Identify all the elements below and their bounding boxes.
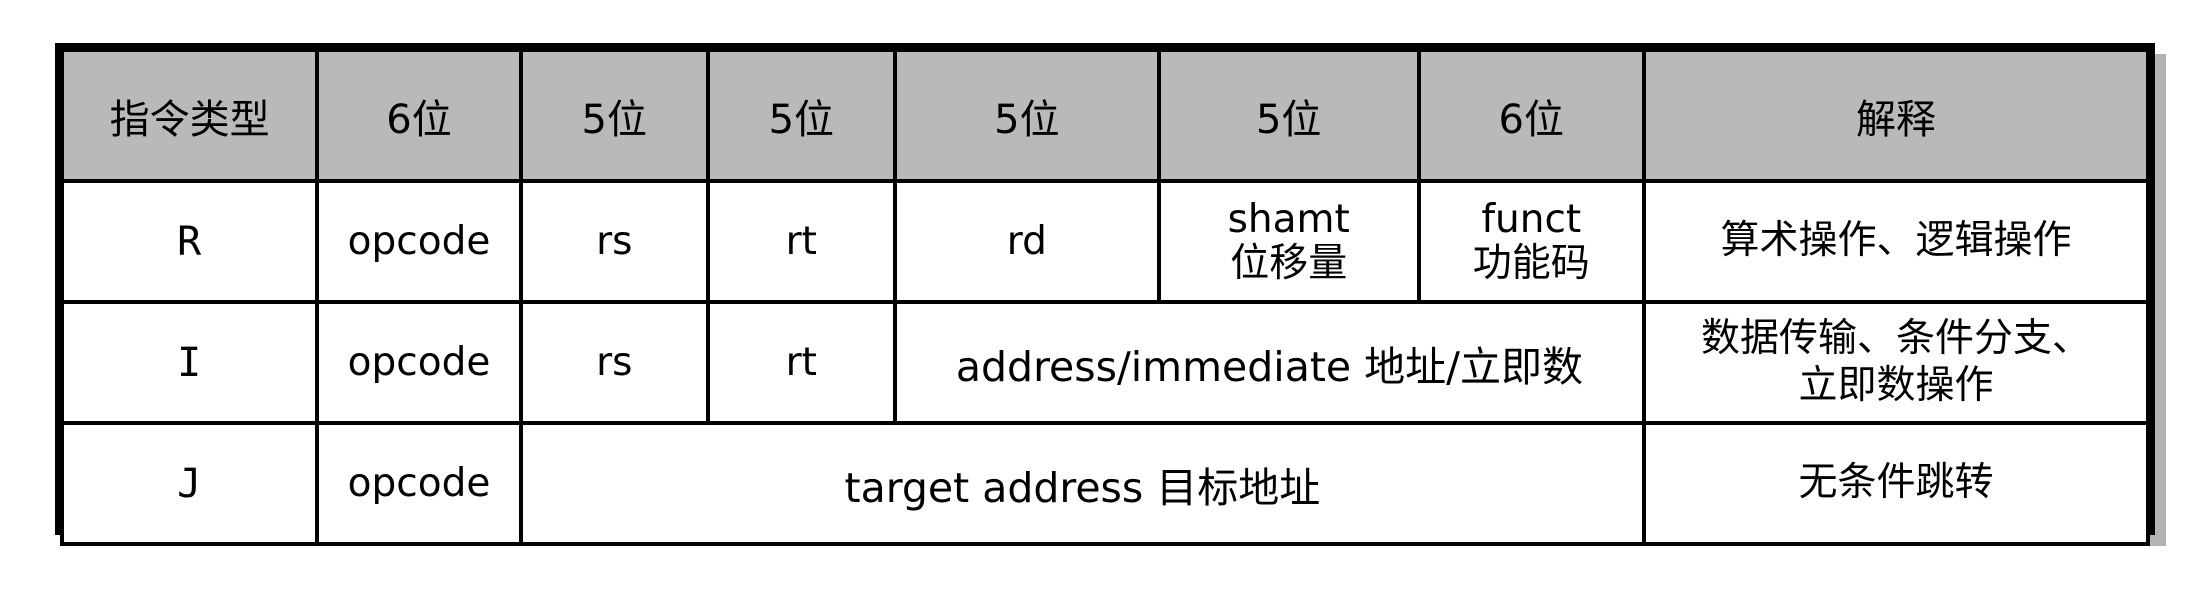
row-i-rs: rs [518, 300, 710, 425]
header-cell-bits-5-rd: 5位 [892, 48, 1161, 183]
row-i-explanation-line2: 立即数操作 [1798, 362, 1994, 408]
row-j-opcode: opcode [315, 421, 523, 546]
header-cell-bits-6-funct: 6位 [1416, 48, 1647, 183]
row-r-funct-en: funct [1481, 196, 1582, 242]
row-r-rt: rt [705, 179, 897, 304]
table-header-row: 指令类型 6位 5位 5位 5位 5位 6位 解释 [59, 48, 2150, 183]
table: 指令类型 6位 5位 5位 5位 5位 6位 解释 R opcode rs rt… [59, 48, 2150, 546]
header-cell-bits-6-opcode: 6位 [315, 48, 523, 183]
row-j-explanation-line1: 无条件跳转 [1798, 460, 1994, 506]
header-cell-explanation: 解释 [1642, 48, 2150, 183]
row-r-opcode: opcode [315, 179, 523, 304]
row-r-shamt: shamt 位移量 [1156, 179, 1421, 304]
row-r-funct: funct 功能码 [1416, 179, 1647, 304]
row-i-immediate: address/immediate 地址/立即数 [892, 300, 1647, 425]
row-r-shamt-cn: 位移量 [1230, 240, 1348, 286]
table-row-i-type: I opcode rs rt address/immediate 地址/立即数 … [59, 300, 2150, 425]
row-r-shamt-en: shamt [1227, 196, 1350, 242]
header-cell-bits-5-rs: 5位 [518, 48, 710, 183]
row-r-explanation: 算术操作、逻辑操作 [1642, 179, 2150, 304]
row-j-target-address: target address 目标地址 [518, 421, 1647, 546]
row-i-explanation: 数据传输、条件分支、 立即数操作 [1642, 300, 2150, 425]
row-i-opcode: opcode [315, 300, 523, 425]
row-i-rt: rt [705, 300, 897, 425]
table-row-r-type: R opcode rs rt rd shamt 位移量 funct 功能码 算术… [59, 179, 2150, 304]
table-row-j-type: J opcode target address 目标地址 无条件跳转 [59, 421, 2150, 546]
header-cell-bits-5-rt: 5位 [705, 48, 897, 183]
row-j-type-label: J [59, 421, 320, 546]
row-j-explanation: 无条件跳转 [1642, 421, 2150, 546]
header-cell-bits-5-shamt: 5位 [1156, 48, 1421, 183]
row-r-funct-cn: 功能码 [1472, 240, 1590, 286]
instruction-format-table: 指令类型 6位 5位 5位 5位 5位 6位 解释 R opcode rs rt… [55, 43, 2155, 546]
row-i-type-label: I [59, 300, 320, 425]
row-r-type-label: R [59, 179, 320, 304]
row-r-rd: rd [892, 179, 1161, 304]
row-r-explanation-line1: 算术操作、逻辑操作 [1720, 218, 2072, 264]
row-i-explanation-line1: 数据传输、条件分支、 [1701, 316, 2092, 362]
header-cell-instruction-type: 指令类型 [59, 48, 320, 183]
row-r-rs: rs [518, 179, 710, 304]
